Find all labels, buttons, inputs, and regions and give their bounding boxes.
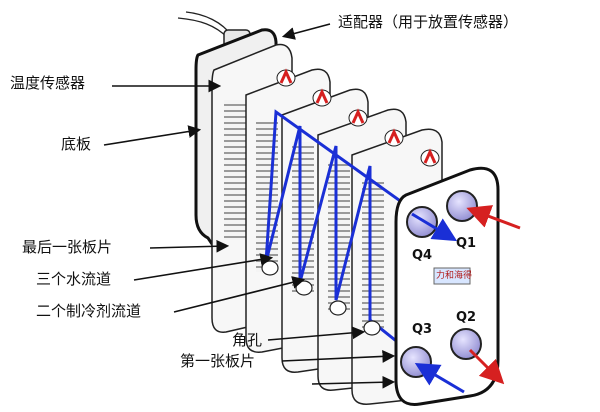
temp-sensor-label: 温度传感器 bbox=[10, 74, 86, 92]
water-inlet-arrow bbox=[414, 362, 465, 394]
callout-leaders bbox=[103, 23, 396, 389]
brand-label: 力和海得 bbox=[436, 271, 473, 281]
port-q1-label: Q1 bbox=[456, 236, 477, 251]
first-plate-label: 第一张板片 bbox=[180, 352, 256, 370]
port-q4-label: Q4 bbox=[412, 248, 433, 263]
upper-corner-marks bbox=[276, 68, 440, 167]
base-plate-label: 底板 bbox=[61, 135, 92, 153]
refrigerant-inlet-arrow bbox=[466, 205, 521, 230]
last-plate-label: 最后一张板片 bbox=[22, 238, 113, 256]
water-channels-label: 三个水流道 bbox=[36, 270, 112, 288]
brand-plate bbox=[433, 267, 471, 285]
water-outlet-arrow bbox=[411, 212, 458, 242]
port-q3-label: Q3 bbox=[412, 322, 433, 337]
port-q2-label: Q2 bbox=[456, 310, 477, 325]
refrigerant-channels-label: 二个制冷剂流道 bbox=[36, 302, 142, 320]
adapter-label: 适配器（用于放置传感器） bbox=[338, 13, 519, 31]
refrigerant-outlet-arrow bbox=[468, 348, 505, 385]
water-flow-path bbox=[264, 109, 439, 362]
corner-hole-label: 角孔 bbox=[232, 331, 263, 349]
